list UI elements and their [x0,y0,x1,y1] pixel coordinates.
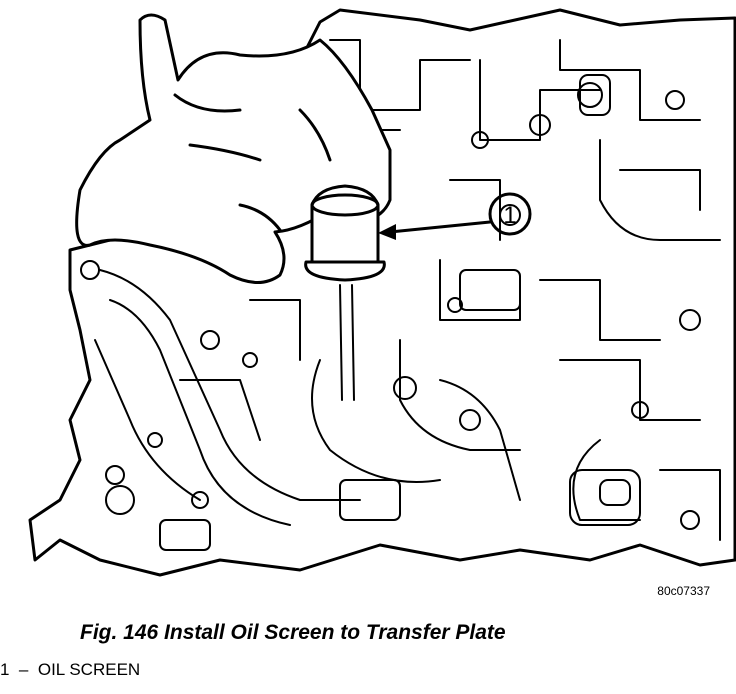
legend-item-separator: – [18,660,29,679]
callout-circle [488,192,532,236]
legend-item-number: 1 [0,660,10,679]
transfer-plate-illustration: 1 [28,8,736,577]
bolt-holes [80,82,701,530]
valve-pockets [159,74,641,551]
callout-leader-line [388,220,492,234]
transfer-plate-outline [28,8,736,577]
legend: 1 – OIL SCREEN [0,660,140,680]
legend-item-label: OIL SCREEN [37,660,141,679]
callout: 1 [378,192,532,240]
oil-screen [304,184,386,401]
figure-caption: Fig. 146 Install Oil Screen to Transfer … [80,621,506,644]
figure-code: 80c07337 [657,584,710,598]
callout-number: 1 [503,202,516,229]
callout-arrow-icon [378,224,396,240]
